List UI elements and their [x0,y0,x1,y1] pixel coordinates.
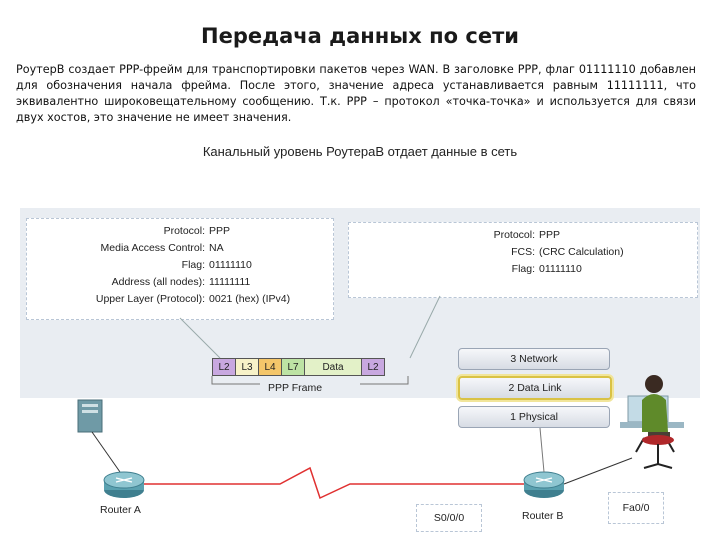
right-panel-row: Flag: 01111110 [355,263,582,275]
router-b-label: Router B [522,510,564,522]
server-link [91,431,121,473]
router-a-label: Router A [100,504,141,516]
right-panel-value: (CRC Calculation) [539,246,624,258]
lan-link [563,457,633,485]
frame-segment-l7: L7 [282,359,305,375]
left-panel-connector [179,317,221,359]
left-panel-value: PPP [209,225,231,237]
left-panel-row: Protocol: PPP [33,225,230,237]
slide-description: РоутерB создает PPP-фрейм для транспорти… [16,63,696,124]
ppp-frame: L2 L3 L4 L7 Data L2 [212,358,385,376]
layer-data-link: 2 Data Link [458,376,612,400]
port-s000-box: S0/0/0 [416,504,482,532]
left-panel-row: Media Access Control: NA [33,242,224,254]
right-panel-key: FCS: [511,246,535,258]
right-trailer-panel: Protocol: PPP FCS: (CRC Calculation) Flag: 01… [348,222,698,298]
right-panel-value: 01111110 [539,263,582,275]
left-header-panel: Protocol: PPP Media Access Control: NA Flag:… [26,218,334,320]
left-panel-row: Upper Layer (Protocol): 0021 (hex) (IPv4) [33,293,290,305]
slide-title: Передача данных по сети [201,24,519,48]
wan-link [144,466,524,500]
right-panel-row: FCS: (CRC Calculation) [355,246,624,258]
layer-physical: 1 Physical [458,406,610,428]
right-panel-key: Flag: [511,263,535,275]
left-panel-value: 01111110 [209,259,252,271]
left-panel-key: Upper Layer (Protocol): [95,293,205,305]
network-figure: Канальный уровень РоутераB отдает данные… [20,138,700,538]
left-panel-key: Flag: [181,259,205,271]
frame-segment-l4: L4 [259,359,282,375]
left-panel-row: Address (all nodes): 11111111 [33,276,251,288]
left-panel-value: 11111111 [209,276,251,288]
left-panel-row: Flag: 01111110 [33,259,252,271]
left-panel-key: Protocol: [163,225,205,237]
left-panel-value: 0021 (hex) (IPv4) [209,293,291,305]
topology-drawing [77,295,684,500]
router-a-icon [103,471,145,498]
router-b-icon [523,471,565,498]
user-at-desk-icon [620,375,684,469]
server-icon [77,399,103,433]
right-panel-key: Protocol: [493,229,535,241]
left-panel-key: Media Access Control: [100,242,205,254]
figure-title: Канальный уровень РоутераB отдает данные… [202,144,518,159]
layer-connector [539,427,545,473]
left-panel-value: NA [209,242,224,254]
frame-segment-l2-start: L2 [213,359,236,375]
right-panel-value: PPP [539,229,561,241]
left-panel-key: Address (all nodes): [111,276,205,288]
frame-segment-l3: L3 [236,359,259,375]
ppp-frame-label: PPP Frame [268,382,323,394]
frame-brace [211,376,409,385]
frame-segment-l2-end: L2 [362,359,384,375]
port-fa00-box: Fa0/0 [608,492,664,524]
layer-network: 3 Network [458,348,610,370]
right-panel-connector [409,295,441,359]
right-panel-row: Protocol: PPP [355,229,560,241]
frame-segment-data: Data [305,359,362,375]
